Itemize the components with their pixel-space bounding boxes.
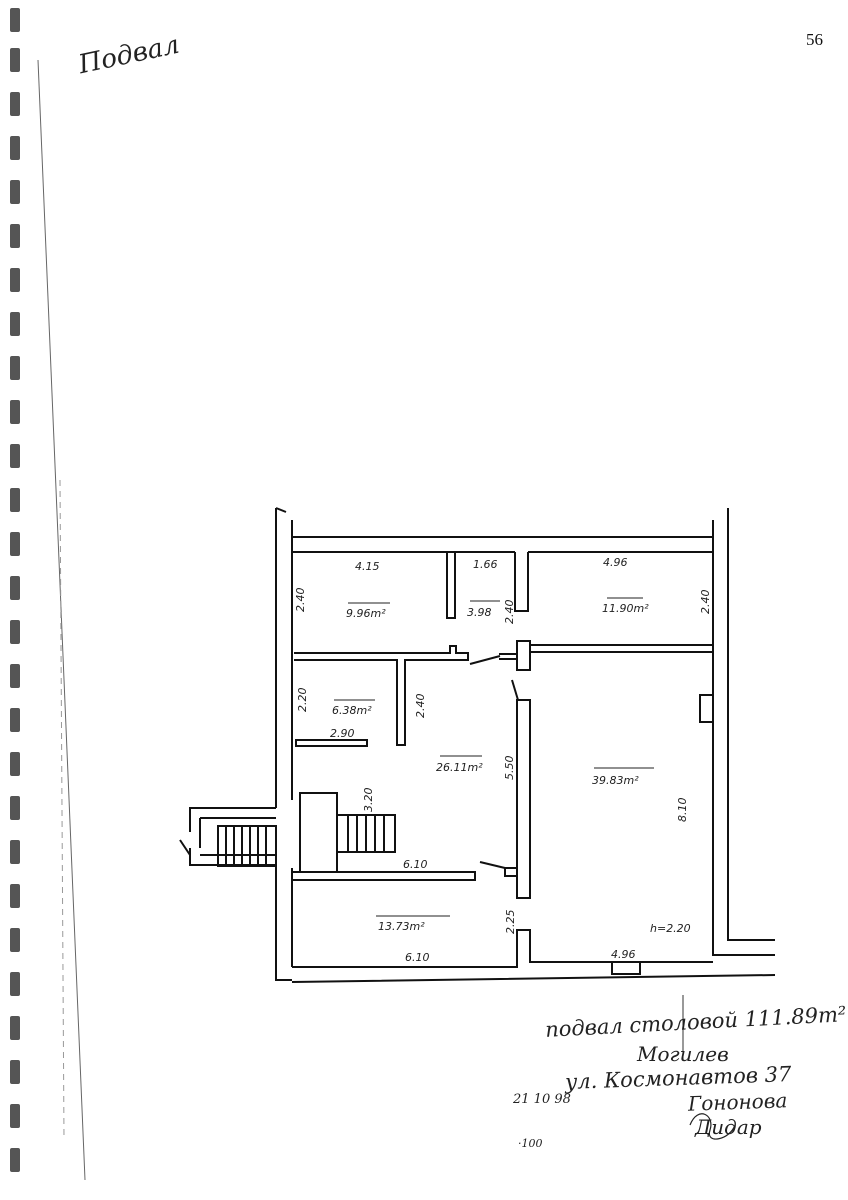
caption-author: Гононова	[687, 1088, 788, 1116]
room-6-width: 4.96	[611, 948, 636, 961]
room-6-area: 39.83m²	[592, 774, 639, 787]
room-7-width: 6.10	[405, 951, 430, 964]
room-3-height: 2.40	[699, 590, 712, 615]
room-5-height: 2.40	[414, 694, 427, 719]
room-5-dim-b: 3.20	[362, 788, 375, 813]
room-1-height: 2.40	[294, 588, 307, 613]
room-5-area: 26.11m²	[436, 761, 483, 774]
signature-scribble	[689, 1113, 736, 1140]
walls	[179, 507, 776, 983]
binding-holes	[10, 0, 22, 1200]
room-2-area: 3.98	[467, 606, 492, 619]
room-labels: 4.15 2.40 9.96m² 1.66 3.98 2.40 4.96 11.…	[294, 556, 712, 964]
room-7-area: 13.73m²	[378, 920, 425, 933]
room-6-ceiling: h=2.20	[650, 922, 691, 935]
caption-date: 21 10 98	[513, 1092, 571, 1107]
room-7-height: 2.25	[504, 910, 517, 935]
room-6-height: 8.10	[676, 798, 689, 823]
room-4-width: 2.90	[330, 727, 355, 740]
margin-line	[37, 59, 86, 1181]
caption-city: Могилев	[637, 1042, 729, 1066]
room-1-area: 9.96m²	[346, 607, 386, 620]
room-4-height: 2.20	[296, 688, 309, 713]
room-5-width: 6.10	[403, 858, 428, 871]
room-4-area: 6.38m²	[332, 704, 372, 717]
caption-signature: Дидар	[695, 1115, 762, 1139]
room-3-area: 11.90m²	[602, 602, 649, 615]
room-2-height: 2.40	[503, 600, 516, 625]
room-3-width: 4.96	[603, 556, 628, 569]
room-5-dim-a: 5.50	[503, 756, 516, 781]
room-2-width: 1.66	[473, 558, 498, 571]
caption-scale: ·100	[518, 1137, 543, 1150]
page-number: 56	[806, 30, 823, 49]
room-1-width: 4.15	[355, 560, 380, 573]
